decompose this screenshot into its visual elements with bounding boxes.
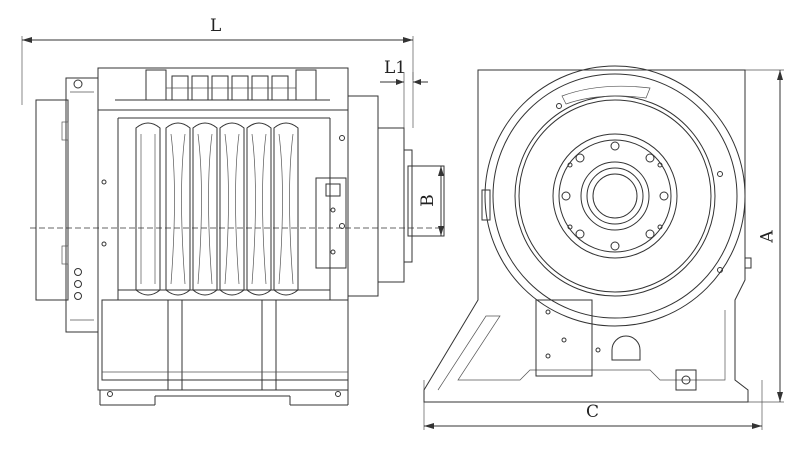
- dimension-l-label: L: [210, 16, 222, 36]
- dimension-l1-line: [380, 72, 428, 128]
- dimension-l-line: [21, 36, 414, 105]
- traction-sheave: [484, 65, 746, 327]
- machine-housing: [423, 69, 752, 403]
- rope-guide: [145, 69, 317, 101]
- hub-bolt-icon: [561, 141, 669, 251]
- dimension-b-line: [438, 166, 444, 236]
- dimension-c-label: C: [586, 402, 600, 422]
- motor-housing: [35, 77, 99, 333]
- base-bracket: [535, 299, 697, 391]
- output-flange: [377, 127, 445, 283]
- dimension-a-label: A: [757, 230, 778, 243]
- dimension-c-line: [423, 380, 763, 430]
- dimension-a-line: [478, 69, 784, 403]
- hub: [552, 133, 678, 259]
- traction-sheave-grooves: [135, 122, 299, 296]
- side-view: [21, 36, 445, 406]
- dimension-b-label: B: [417, 194, 438, 207]
- brake-block: [315, 95, 379, 297]
- front-view: [423, 65, 784, 430]
- dimension-l1-label: L1: [384, 58, 407, 78]
